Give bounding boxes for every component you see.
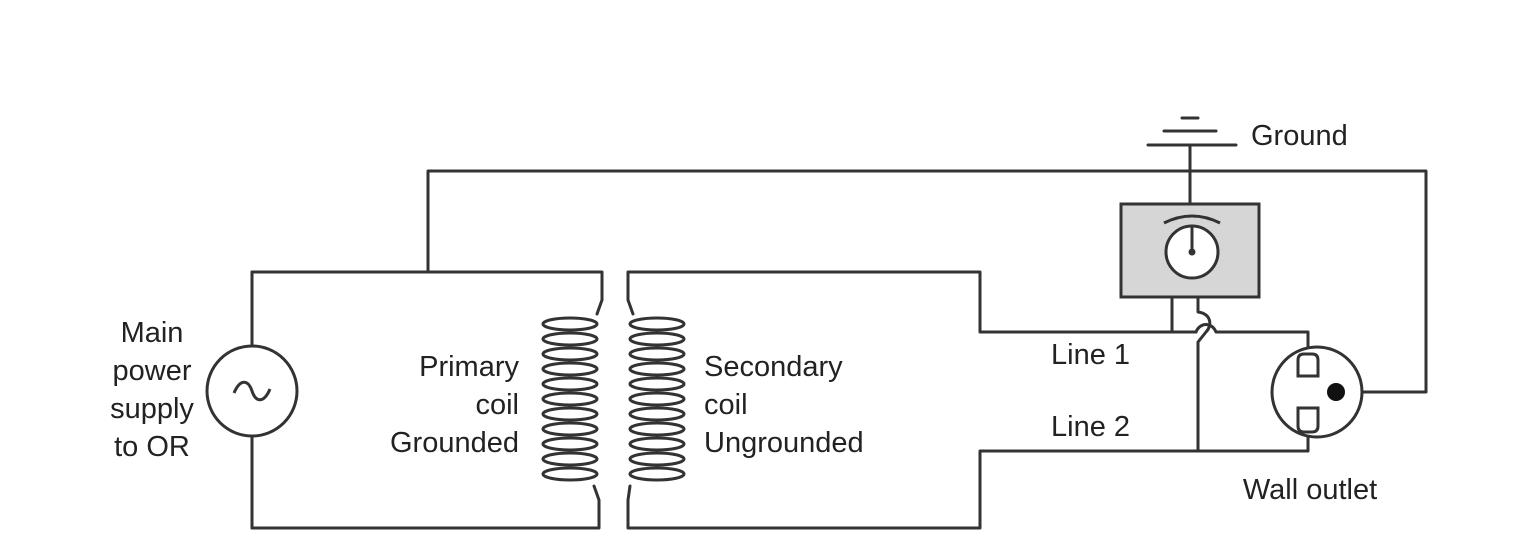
line-1-label: Line 1 bbox=[1051, 339, 1130, 371]
secondary-coil-label: Secondary coil Ungrounded bbox=[704, 351, 864, 459]
secondary-circuit-wires bbox=[626, 270, 1310, 530]
primary-coil-icon bbox=[541, 316, 599, 482]
ground-symbol-icon bbox=[1146, 116, 1238, 206]
wall-outlet-icon bbox=[1270, 345, 1364, 439]
primary-circuit-wires bbox=[250, 270, 604, 530]
primary-coil-label-line-1: Primary bbox=[419, 351, 519, 383]
power-supply-label: Main power supply to OR bbox=[110, 317, 194, 463]
secondary-coil-icon bbox=[628, 316, 686, 482]
power-supply-label-line-3: supply bbox=[110, 393, 194, 425]
line-2-label: Line 2 bbox=[1051, 411, 1130, 443]
secondary-coil-label-line-2: coil bbox=[704, 389, 748, 421]
primary-coil-label-line-2: coil bbox=[475, 389, 519, 421]
isolation-monitor-meter-icon bbox=[1119, 202, 1261, 299]
power-supply-label-line-1: Main bbox=[121, 317, 184, 349]
power-supply-label-line-2: power bbox=[113, 355, 192, 387]
ground-label: Ground bbox=[1251, 120, 1348, 152]
wall-outlet-label: Wall outlet bbox=[1243, 474, 1377, 506]
secondary-coil-label-line-1: Secondary bbox=[704, 351, 843, 383]
primary-coil-label: Primary coil Grounded bbox=[390, 351, 519, 459]
ground-reference-wire bbox=[426, 169, 1428, 394]
ac-source-icon bbox=[205, 344, 299, 438]
secondary-coil-label-line-3: Ungrounded bbox=[704, 427, 864, 459]
primary-coil-label-line-3: Grounded bbox=[390, 427, 519, 459]
power-supply-label-line-4: to OR bbox=[114, 431, 190, 463]
